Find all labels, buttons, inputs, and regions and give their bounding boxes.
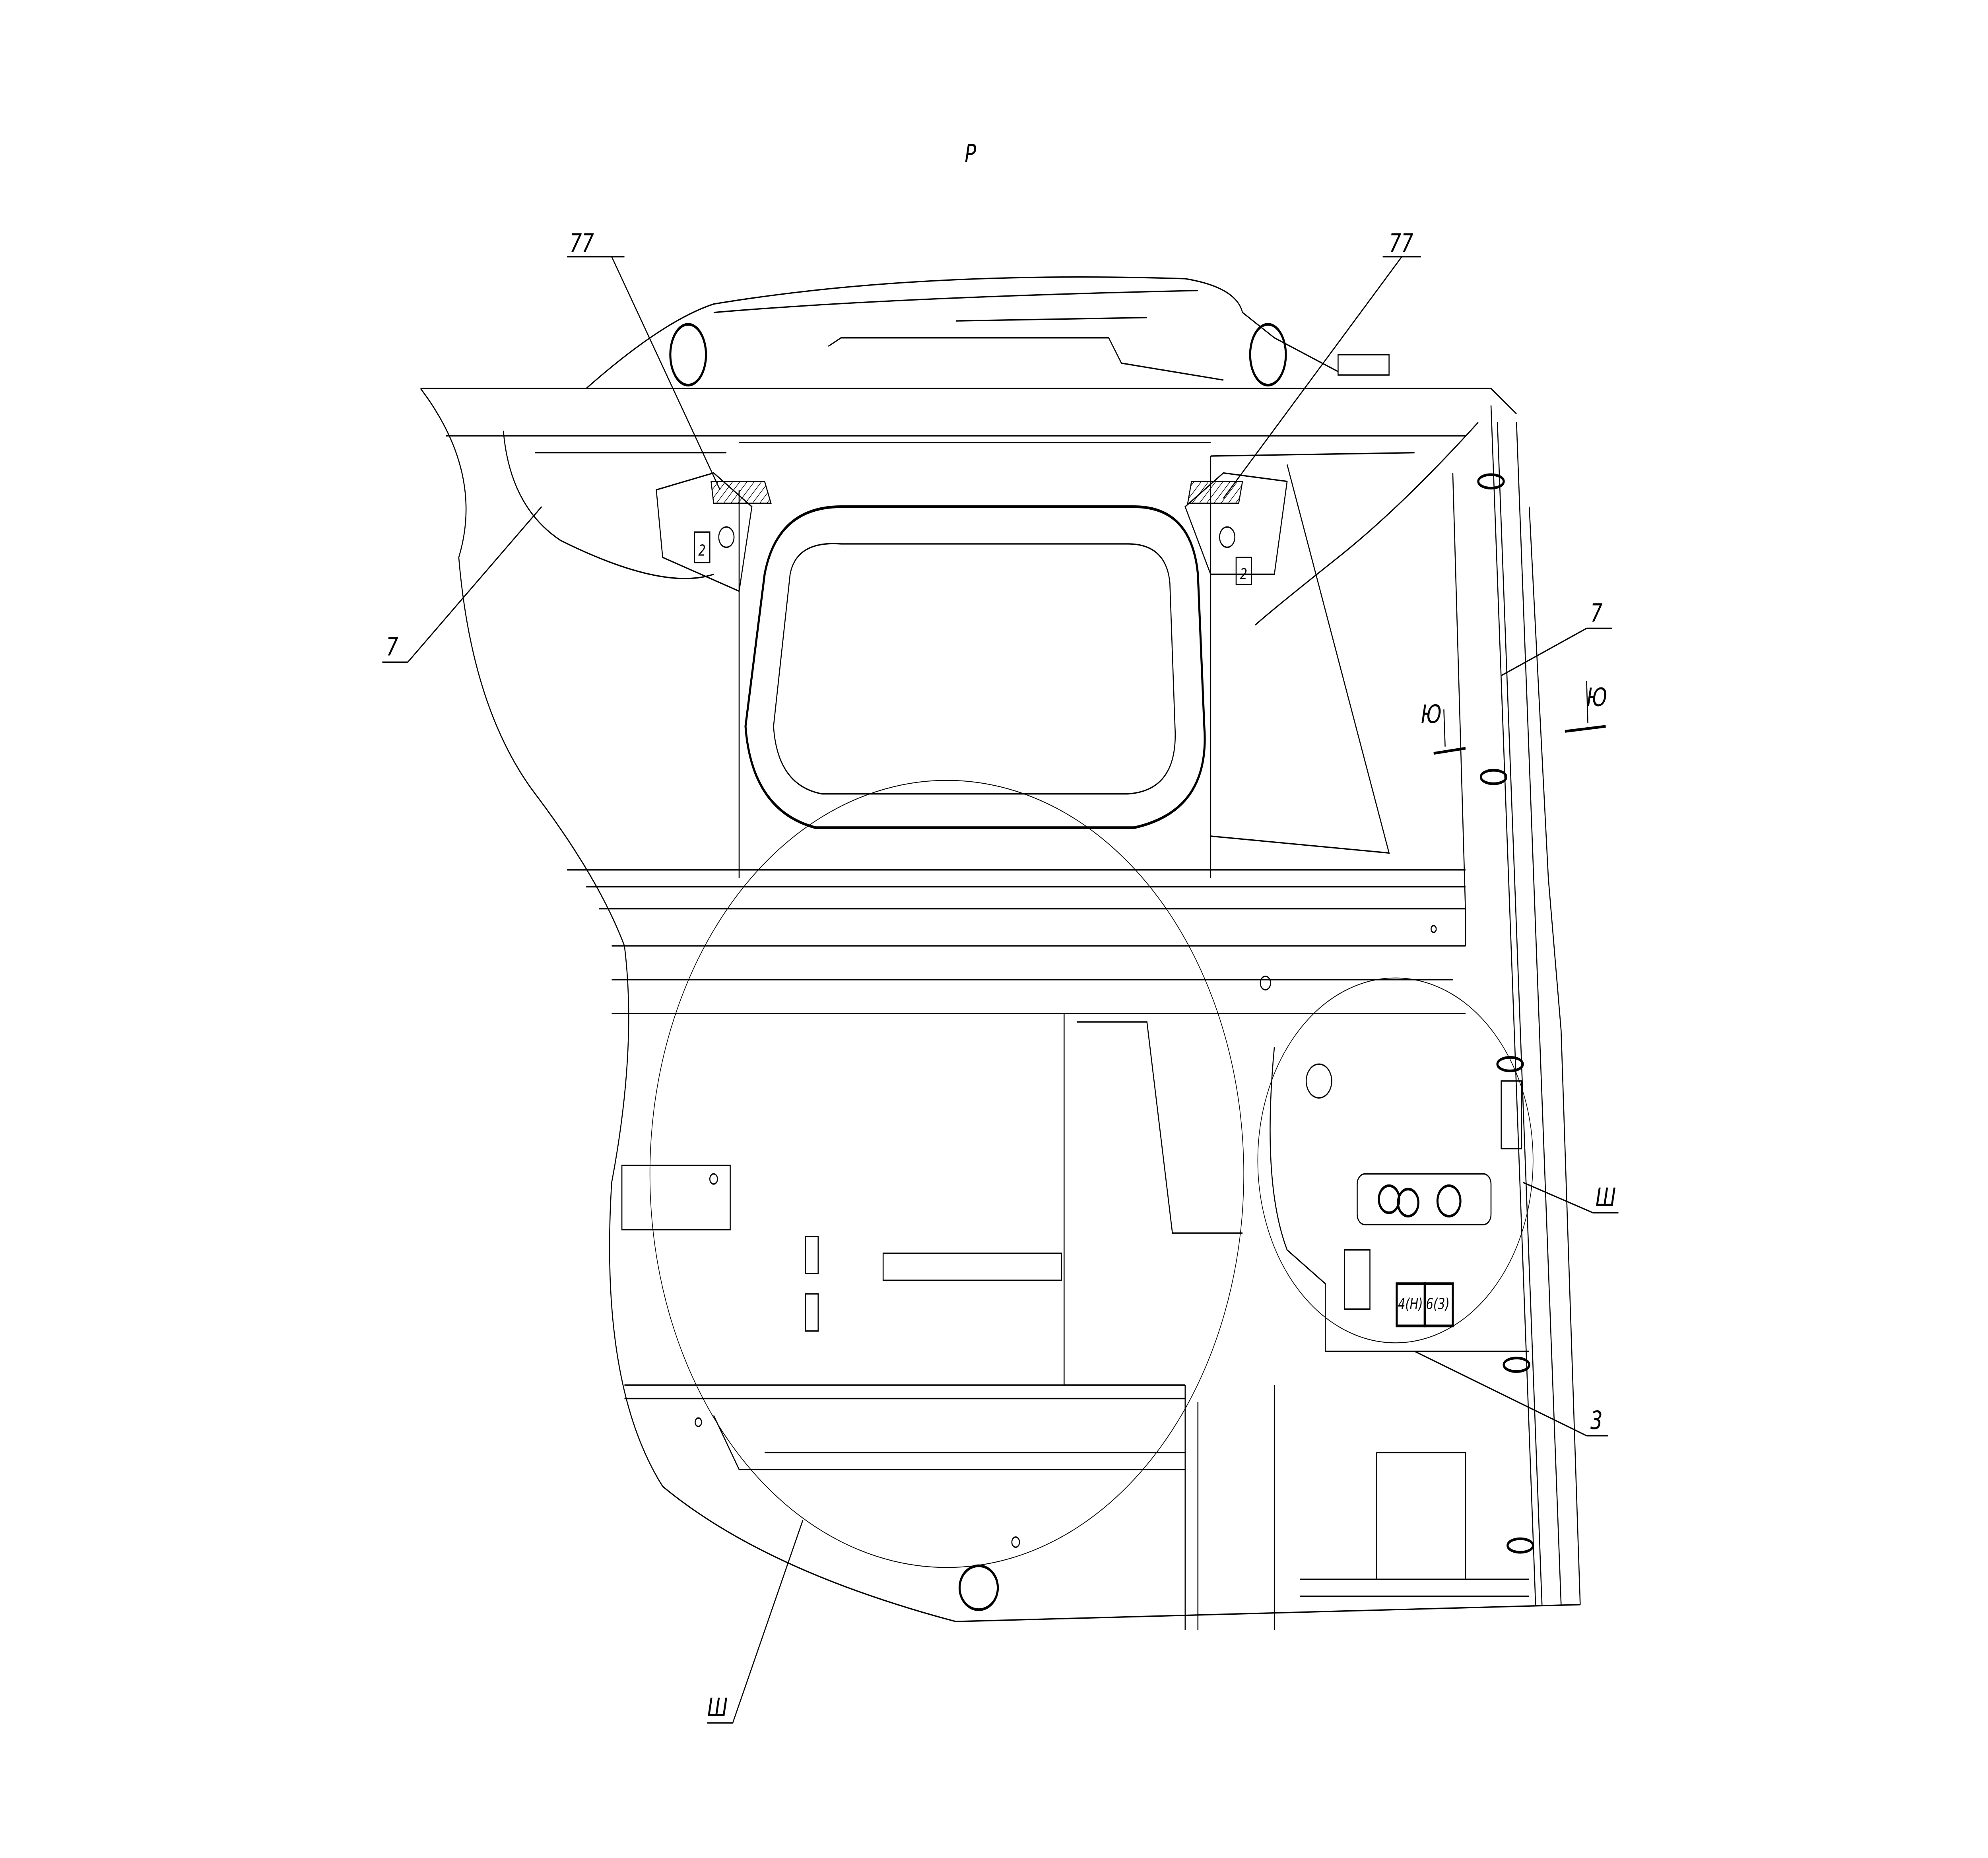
socket-icon [1436,1184,1462,1218]
cable-left [503,431,714,579]
rear-window [738,456,1211,879]
left-hinge: 2 [656,472,772,592]
callout-7-right: 7 [1590,599,1603,628]
detail-sh-right: Ш [1596,1183,1616,1212]
view-label: Р [965,139,976,168]
detail-circle-small [1257,977,1534,1344]
drain-plug-icon [958,1564,999,1611]
callout-77-right: 77 [1389,229,1413,258]
callout-77-left: 77 [570,229,594,258]
rear-pillar [1452,405,1581,1605]
socket-icon [1378,1184,1400,1214]
cable-right [1255,421,1479,626]
lower-body-panels [567,869,1530,1630]
roof-assembly [420,276,1517,457]
socket-label-4n: 4(Н) [1398,1295,1423,1312]
detail-sh-bottom: Ш [707,1693,728,1722]
section-yu-right: Ю [1586,683,1607,712]
right-hinge: 2 [1184,464,1390,854]
socket-label-6-3: 6(3) [1426,1295,1450,1312]
left-speaker-icon [669,323,707,386]
break-contour [420,388,1580,1622]
callout-3: 3 [1590,1406,1603,1435]
detail-circle-large [649,780,1244,1568]
section-yu-left: Ю [1421,700,1442,729]
socket-icon [1397,1188,1419,1218]
socket-panel: 4(Н) 6(3) [1305,1063,1492,1328]
connector-block [1338,354,1390,376]
mark-2-left: 2 [698,542,705,559]
callout-leaders: 77 77 7 7 Ю Ю Ш 3 Ш [382,229,1619,1724]
callout-7-left: 7 [386,633,398,662]
mark-2-right: 2 [1240,565,1247,583]
right-speaker-icon [1249,323,1287,386]
